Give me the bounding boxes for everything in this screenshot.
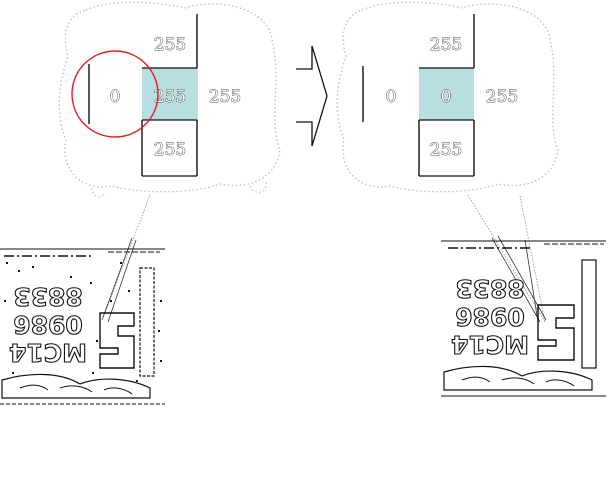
zoom-leader-line — [519, 195, 546, 323]
zoom-cloud-after — [336, 1, 559, 193]
plate-row-1: 8833 — [455, 274, 525, 303]
cell-left: 0 — [386, 87, 397, 107]
plate-block — [537, 304, 575, 361]
zoom-leader-line — [101, 237, 133, 321]
plate-row-1: 8833 — [13, 282, 83, 311]
after-panel: 255 0 0 255 255 8833 0986 MC14 — [336, 1, 606, 397]
zoom-leader-line — [102, 194, 151, 319]
cell-bottom: 255 — [154, 140, 186, 160]
zoom-leader-line — [524, 239, 539, 323]
highlight-cell-before — [142, 68, 198, 120]
image-edge — [19, 384, 133, 395]
noise-dots — [4, 262, 162, 382]
zoom-leader-line — [467, 194, 546, 323]
plate-row-3: MC14 — [451, 330, 529, 359]
plate-bar — [139, 267, 155, 377]
zoom-cloud-before — [58, 1, 281, 193]
plate-row-2: 0986 — [13, 310, 83, 339]
cell-center: 0 — [441, 87, 452, 107]
right-arrow-icon — [296, 45, 328, 147]
before-panel: 255 0 255 255 255 8833 0986 MC14 — [0, 1, 281, 405]
cloud-bump-before-2 — [249, 181, 267, 193]
cell-right: 255 — [486, 87, 518, 107]
plate-row-2: 0986 — [455, 302, 525, 331]
cell-right: 255 — [209, 87, 241, 107]
pixel-grid-after: 255 0 0 255 255 — [362, 14, 519, 177]
edge-image-before: 8833 0986 MC14 — [0, 248, 165, 405]
plate-block — [99, 312, 135, 369]
plate-row-3: MC14 — [9, 338, 87, 367]
cloud-bump-before — [91, 187, 105, 198]
plate-bar — [581, 259, 597, 369]
image-edge — [1, 373, 151, 399]
cell-top: 255 — [430, 35, 462, 55]
cell-bottom: 255 — [430, 140, 462, 160]
highlight-cell-after — [419, 68, 474, 120]
zoom-leader-line — [491, 237, 541, 323]
image-edge — [461, 376, 575, 387]
cell-left: 0 — [110, 87, 121, 107]
cell-top: 255 — [154, 35, 186, 55]
red-circle-marker — [71, 50, 159, 138]
cell-center: 255 — [154, 87, 186, 107]
pixel-grid-before: 255 0 255 255 255 — [88, 14, 242, 177]
image-edge — [443, 365, 593, 391]
zoom-leader-line — [107, 239, 137, 323]
edge-image-after: 8833 0986 MC14 — [441, 240, 606, 397]
